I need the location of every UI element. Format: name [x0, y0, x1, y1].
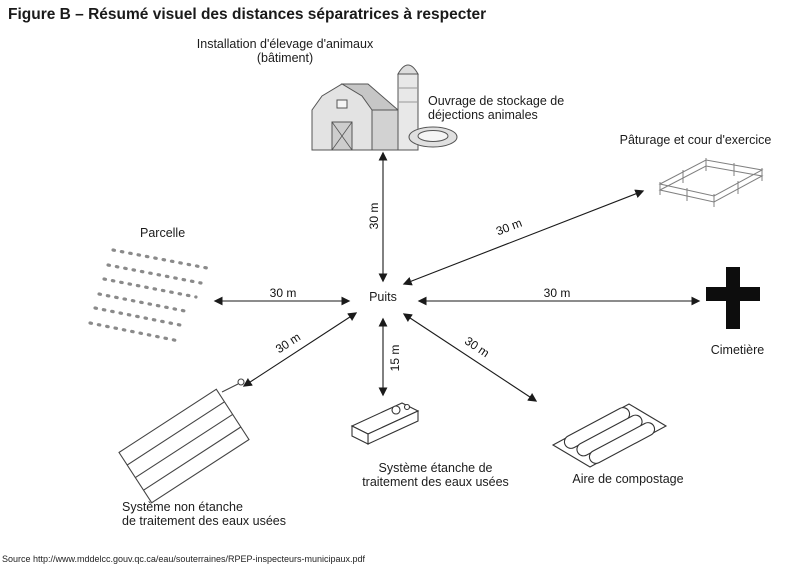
compost-rows-icon: [551, 403, 668, 468]
compost-windrow: [588, 422, 656, 464]
manure-tank-inner: [417, 130, 449, 142]
label-systeme-etanche: Système étanche de traitement des eaux u…: [362, 461, 509, 490]
silo-dome: [397, 64, 419, 75]
crop-row: [93, 306, 187, 328]
septic-tank-end: [351, 425, 369, 445]
leach-field-vent-pipe: [221, 383, 239, 393]
leach-field-vent-cap: [237, 378, 245, 386]
distance-arrows: [213, 151, 701, 402]
label-ouvrage-stockage: Ouvrage de stockage de déjections animal…: [428, 94, 565, 123]
crop-row: [102, 277, 198, 299]
label-systeme-non-etanche: Système non étanche de traitement des ea…: [122, 500, 286, 529]
fence-rail-lower: [658, 165, 764, 203]
leach-field-pipe-line: [126, 401, 225, 466]
arrow-puits-compostage: [402, 313, 538, 402]
distance-puits-installation: 30 m: [367, 202, 381, 230]
fence-rail-upper: [658, 159, 764, 197]
septic-tank-manhole: [391, 405, 401, 415]
label-parcelle: Parcelle: [140, 226, 186, 240]
barn-door-brace: [331, 121, 353, 151]
septic-tank-icon: [350, 402, 420, 445]
manure-tank-icon: [408, 126, 458, 148]
leach-field-icon: [118, 378, 250, 504]
septic-tank-manhole: [403, 403, 411, 411]
distance-puits-parcelle: 30 m: [265, 286, 301, 300]
crop-row: [97, 292, 192, 314]
label-cimetiere: Cimetière: [710, 343, 765, 357]
label-aire-compostage: Aire de compostage: [572, 472, 684, 486]
leach-field-pipe-line: [143, 426, 242, 491]
barn-side-wall: [371, 109, 399, 151]
crop-row: [106, 263, 203, 285]
crop-row: [111, 248, 209, 270]
cross-icon: [706, 267, 760, 329]
label-installation-elevage: Installation d'élevage d'animaux (bâtime…: [196, 37, 374, 66]
leach-field-pipe-line: [135, 413, 233, 479]
cross-horizontal: [706, 287, 760, 301]
barn-icon: [311, 83, 400, 151]
field-rows-icon: [88, 248, 209, 343]
arrow-puits-non-etanche: [242, 312, 358, 387]
barn-front: [311, 83, 373, 151]
label-puits: Puits: [369, 290, 397, 304]
figure-title: Figure B – Résumé visuel des distances s…: [8, 6, 487, 23]
barn-loft-window: [336, 99, 348, 109]
source-url: Source http://www.mddelcc.gouv.qc.ca/eau…: [2, 554, 366, 564]
fence-icon: [658, 158, 764, 207]
crop-row: [88, 321, 181, 343]
label-paturage: Pâturage et cour d'exercice: [619, 133, 772, 147]
distance-puits-cimetiere: 30 m: [539, 286, 575, 300]
distance-puits-etanche: 15 m: [388, 344, 402, 372]
arrow-puits-paturage: [402, 189, 645, 286]
